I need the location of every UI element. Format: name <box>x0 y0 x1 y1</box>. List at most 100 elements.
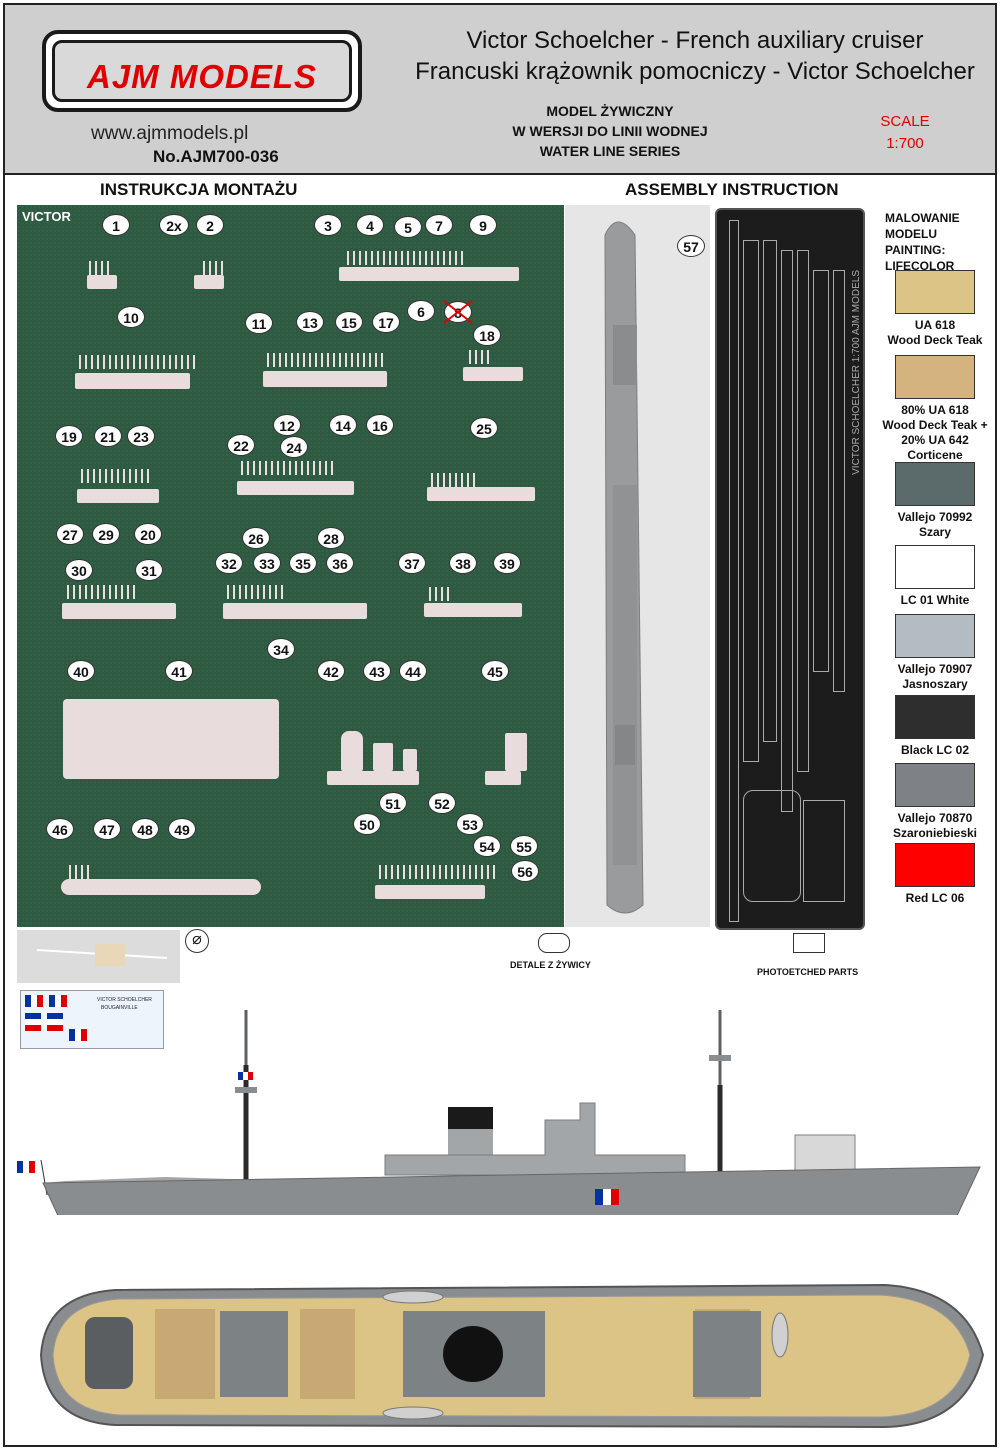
part-number-31: 31 <box>135 559 163 581</box>
decal-text-2: BOUGAINVILLE <box>101 1005 138 1011</box>
part-number-10: 10 <box>117 306 145 328</box>
multiplier-label: 2x <box>159 214 189 236</box>
part-44 <box>403 749 417 771</box>
part-number-51: 51 <box>379 792 407 814</box>
decal-sheet: VICTOR SCHOELCHER BOUGAINVILLE <box>20 990 164 1049</box>
part-number-18: 18 <box>473 324 501 346</box>
sprue-2 <box>194 275 224 289</box>
sprue-10 <box>75 373 190 389</box>
paint-label-6: Black LC 02 <box>900 743 970 757</box>
subtitle-line-3: WATER LINE SERIES <box>539 143 681 159</box>
part-number-8: 8 <box>444 301 472 323</box>
scale-label: SCALE <box>880 113 930 130</box>
part-number-57: 57 <box>677 235 705 257</box>
part-number-34: 34 <box>267 638 295 660</box>
part-number-45: 45 <box>481 660 509 682</box>
paint-swatch-2 <box>895 355 975 399</box>
part-number-17: 17 <box>372 311 400 333</box>
part-number-4: 4 <box>356 214 384 236</box>
part-number-56: 56 <box>511 860 539 882</box>
part-number-21: 21 <box>94 425 122 447</box>
title-polish: Francuski krążownik pomocniczy - Victor … <box>415 58 975 85</box>
sprue-25-28 <box>237 481 354 495</box>
part-number-15: 15 <box>335 311 363 333</box>
sprue-1 <box>87 275 117 289</box>
sprue-30-31 <box>62 603 176 619</box>
photoetch-sheet: VICTOR SCHOELCHER 1:700 AJM MODELS <box>715 208 865 930</box>
paint-label-4: LC 01 White <box>900 593 970 607</box>
sprue-19-24 <box>77 489 159 503</box>
part-number-32: 32 <box>215 552 243 574</box>
website: www.ajmmodels.pl <box>91 123 249 144</box>
instruction-sheet: AJM MODELS www.ajmmodels.pl No.AJM700-03… <box>3 3 997 1447</box>
part-number-14: 14 <box>329 414 357 436</box>
sprue-46-49 <box>61 879 261 895</box>
photoetch-symbol <box>793 933 825 953</box>
part-number-6: 6 <box>407 300 435 322</box>
diameter-symbol: ⌀ <box>185 929 209 953</box>
part-number-54: 54 <box>473 835 501 857</box>
logo-text: AJM MODELS <box>86 58 317 95</box>
part-number-50: 50 <box>353 813 381 835</box>
part-number-39: 39 <box>493 552 521 574</box>
part-number-9: 9 <box>469 214 497 236</box>
photoetch-sheet-label: VICTOR SCHOELCHER 1:700 AJM MODELS <box>851 270 862 475</box>
part-number-35: 35 <box>289 552 317 574</box>
part-number-23: 23 <box>127 425 155 447</box>
ajm-logo: AJM MODELS <box>42 30 362 112</box>
sprue-11-17 <box>263 371 387 387</box>
part-number-30: 30 <box>65 559 93 581</box>
part-number-42: 42 <box>317 660 345 682</box>
part-number-53: 53 <box>456 813 484 835</box>
part-number-11: 11 <box>245 312 273 334</box>
photoetch-legend-label: PHOTOETCHED PARTS <box>757 967 859 977</box>
part-number-28: 28 <box>317 527 345 549</box>
title-english: Victor Schoelcher - French auxiliary cru… <box>466 27 924 54</box>
hull-part <box>604 221 644 914</box>
part-42 <box>341 731 363 771</box>
catalog-number: No.AJM700-036 <box>153 147 279 166</box>
paint-swatch-5 <box>895 614 975 658</box>
part-43 <box>373 743 393 771</box>
ship-top-view <box>39 1283 985 1429</box>
paint-label-8: Red LC 06 <box>905 891 965 905</box>
sprue-18 <box>463 367 523 381</box>
scale-value: 1:700 <box>886 135 924 152</box>
sprue-37-39 <box>424 603 522 617</box>
part-number-12: 12 <box>273 414 301 436</box>
ship-side-profile <box>17 1010 981 1215</box>
paint-swatch-4 <box>895 545 975 589</box>
part-number-16: 16 <box>366 414 394 436</box>
part-number-25: 25 <box>470 417 498 439</box>
paint-swatch-1 <box>895 270 975 314</box>
part-number-48: 48 <box>131 818 159 840</box>
sprue-32-36 <box>223 603 367 619</box>
part-number-36: 36 <box>326 552 354 574</box>
part-number-5: 5 <box>394 216 422 238</box>
part-number-47: 47 <box>93 818 121 840</box>
detail-thumbnail <box>17 930 180 983</box>
part-number-43: 43 <box>363 660 391 682</box>
part-number-24: 24 <box>280 436 308 458</box>
resin-legend-label: DETALE Z ŻYWICY <box>510 960 591 970</box>
part-number-2: 2 <box>196 214 224 236</box>
subtitle-line-1: MODEL ŻYWICZNY <box>546 103 674 119</box>
part-45 <box>505 733 527 771</box>
part-number-29: 29 <box>92 523 120 545</box>
part-number-33: 33 <box>253 552 281 574</box>
part-number-22: 22 <box>227 434 255 456</box>
part-number-13: 13 <box>296 311 324 333</box>
sprue-50-56 <box>375 885 485 899</box>
part-number-7: 7 <box>425 214 453 236</box>
resin-symbol <box>538 933 570 953</box>
sprue-29 <box>427 487 535 501</box>
part-number-44: 44 <box>399 660 427 682</box>
painting-heading: MALOWANIE MODELU PAINTING: LIFECOLOR <box>885 211 960 273</box>
section-title-english: ASSEMBLY INSTRUCTION <box>625 180 839 199</box>
